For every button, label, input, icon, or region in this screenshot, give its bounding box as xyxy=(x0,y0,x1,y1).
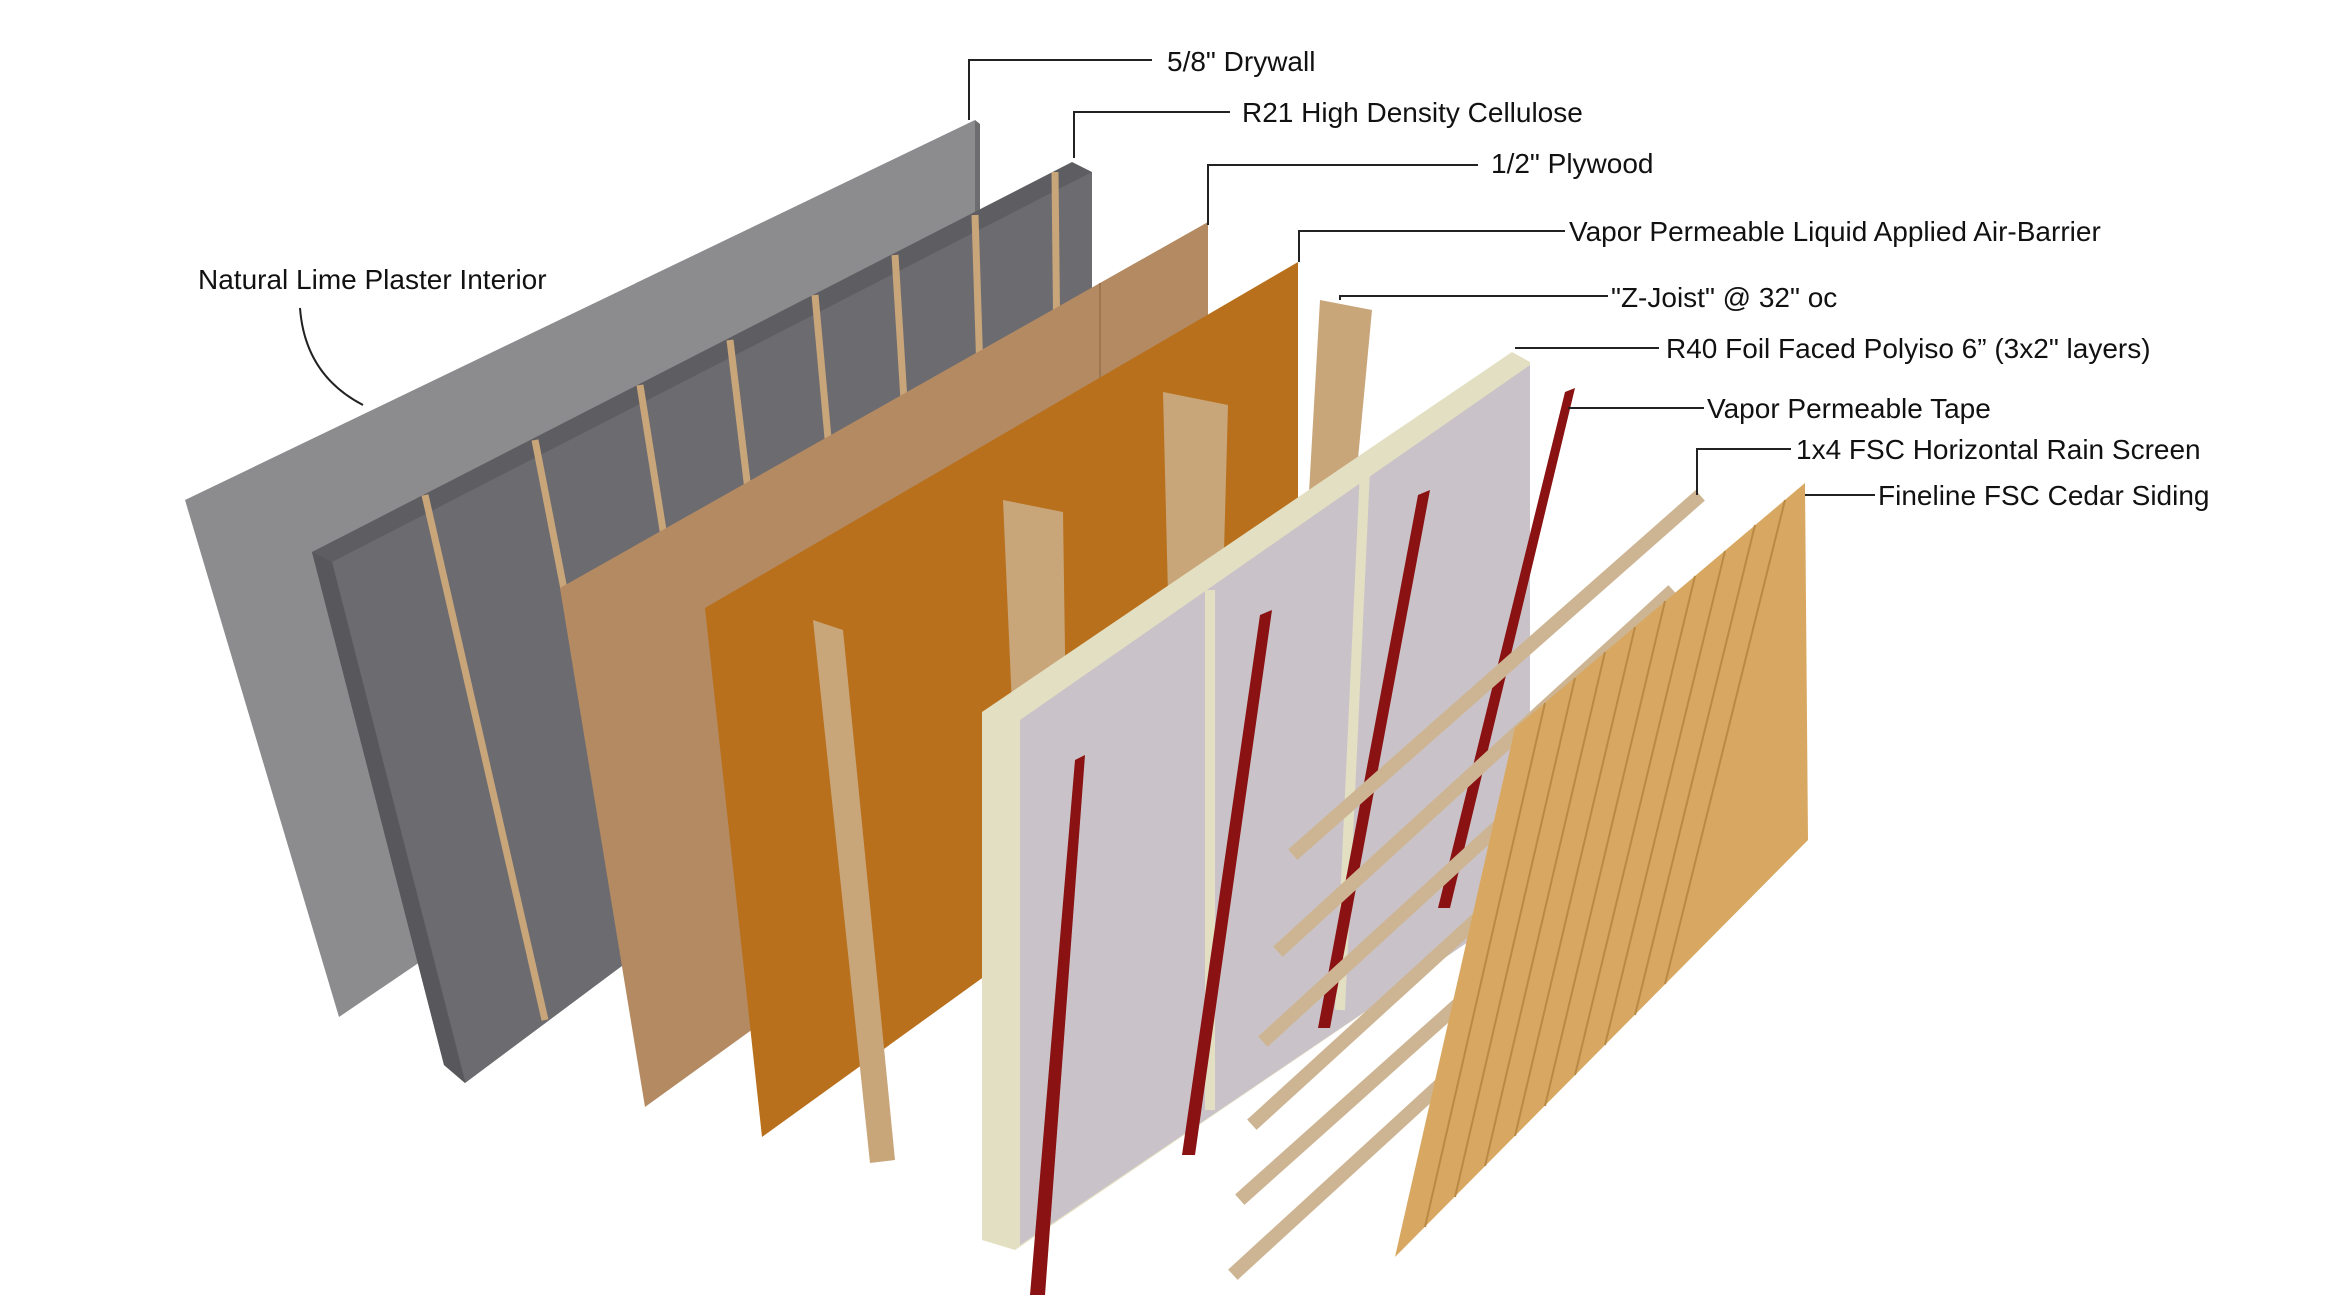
label-z-joist: "Z-Joist" @ 32" oc xyxy=(1611,282,1838,313)
label-tape: Vapor Permeable Tape xyxy=(1707,393,1991,424)
label-drywall: 5/8" Drywall xyxy=(1167,46,1316,77)
cedar-siding-layer xyxy=(1395,483,1808,1257)
label-lime-plaster: Natural Lime Plaster Interior xyxy=(198,264,547,295)
label-cedar-siding: Fineline FSC Cedar Siding xyxy=(1878,480,2210,511)
label-polyiso: R40 Foil Faced Polyiso 6” (3x2" layers) xyxy=(1666,333,2151,364)
label-air-barrier: Vapor Permeable Liquid Applied Air-Barri… xyxy=(1569,216,2101,247)
label-rain-screen: 1x4 FSC Horizontal Rain Screen xyxy=(1796,434,2201,465)
label-plywood: 1/2" Plywood xyxy=(1491,148,1654,179)
leader-lines xyxy=(299,59,1875,496)
label-cellulose: R21 High Density Cellulose xyxy=(1242,97,1583,128)
